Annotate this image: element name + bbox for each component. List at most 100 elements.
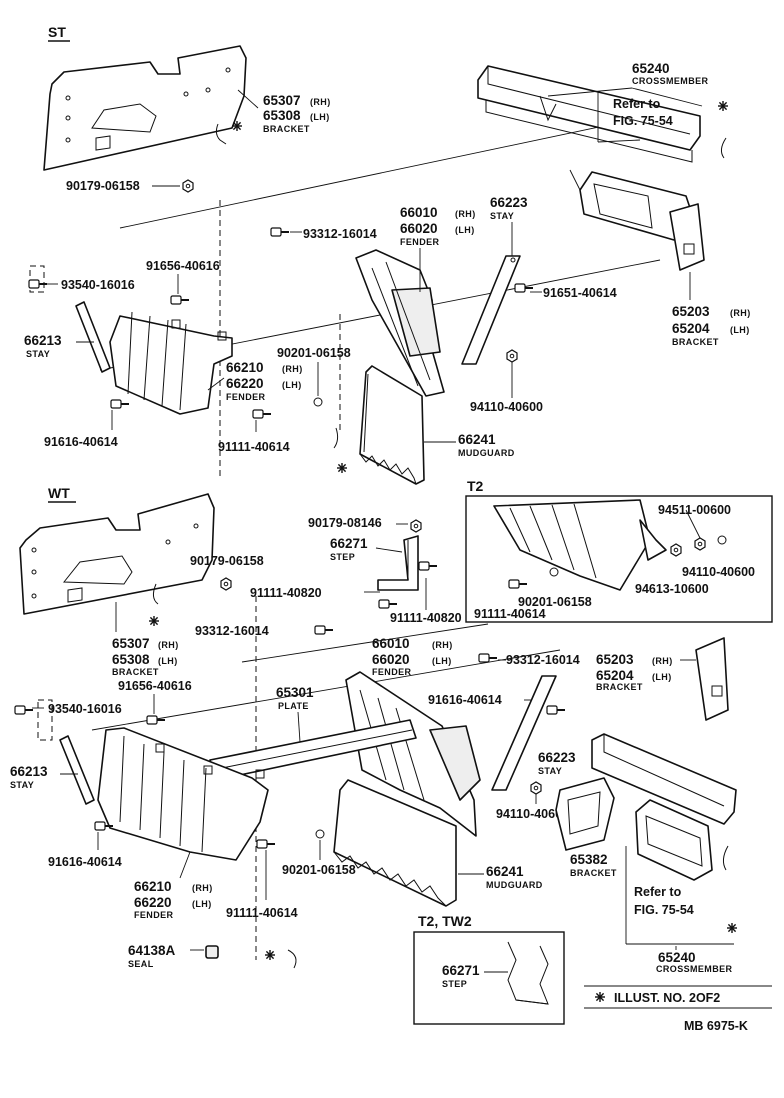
st-crossmember-num: 65240 xyxy=(632,61,670,76)
st-bolt-91656-40616: 91656-40616 xyxy=(146,259,220,273)
t2-inset: T2 94511-00600 94110-40600 94613-10600 9… xyxy=(465,478,773,623)
wt-bolt-91656-40616: 91656-40616 xyxy=(118,679,192,693)
wt-bracket-65203-num: 65203 xyxy=(596,652,634,667)
wt-seal-caption: SEAL xyxy=(128,959,154,969)
wt-bracket-65204-num: 65204 xyxy=(596,668,634,683)
wt-bracket3-caption: BRACKET xyxy=(570,868,617,878)
st-fender-66220-num: 66220 xyxy=(226,376,264,391)
st-fender2-caption: FENDER xyxy=(226,392,266,402)
wt-fender-66010-num: 66010 xyxy=(372,636,410,651)
wt-fender-caption: FENDER xyxy=(372,667,412,677)
st-bracket2-caption: BRACKET xyxy=(672,337,719,347)
wt-fender-66010-suffix: (RH) xyxy=(432,640,453,650)
wt-fender-66020-suffix: (LH) xyxy=(432,656,452,666)
wt-crossmember-caption: CROSSMEMBER xyxy=(656,964,733,974)
st-washer-90201-06158: 90201-06158 xyxy=(277,346,351,360)
st-bracket-65203 xyxy=(669,203,705,271)
st-bracket-65203-num: 65203 xyxy=(672,304,710,319)
t2-bolt-91111-40614: 91111-40614 xyxy=(474,607,546,621)
st-bracket-65307-num: 65307 xyxy=(263,93,301,108)
st-mudguard-66241-num: 66241 xyxy=(458,432,496,447)
wt-seal-64138A: 64138A xyxy=(128,943,176,958)
st-fender-66210 xyxy=(109,311,233,415)
wt-refer-line1: Refer to xyxy=(634,885,682,899)
wt-bracket-65308-num: 65308 xyxy=(112,652,150,667)
wt-fender-66210-suffix: (RH) xyxy=(192,883,213,893)
wt-fender2-caption: FENDER xyxy=(134,910,174,920)
st-fender-caption: FENDER xyxy=(400,237,440,247)
wt-step-66271 xyxy=(377,535,419,591)
st-bolt-93312-16014: 93312-16014 xyxy=(303,227,377,241)
wt-fender-66210-num: 66210 xyxy=(134,879,172,894)
wt-bracket-65203-suffix: (RH) xyxy=(652,656,673,666)
wt-bolt-91111-40820-a: 91111-40820 xyxy=(250,586,322,600)
wt-plate-65301-num: 65301 xyxy=(276,685,314,700)
wt-stay-66223 xyxy=(491,675,557,791)
st-refer-line2: FIG. 75-54 xyxy=(613,114,673,128)
wt-nut-94110-40600: 94110-40600 xyxy=(496,807,569,821)
st-fender-66020-num: 66020 xyxy=(400,221,438,236)
st-fender-66020-suffix: (LH) xyxy=(455,225,475,235)
footer: ILLUST. NO. 2OF2 MB 6975-K xyxy=(584,985,772,1033)
wt-bracket-65382 xyxy=(555,777,615,851)
t2-nut-94110-40600: 94110-40600 xyxy=(682,565,755,579)
wt-bolt-93312-16014-a: 93312-16014 xyxy=(195,624,269,638)
wt-nut-90179-08146: 90179-08146 xyxy=(308,516,382,530)
wt-bracket-caption: BRACKET xyxy=(112,667,159,677)
st-bracket-65204-num: 65204 xyxy=(672,321,710,336)
wt-fender-66210 xyxy=(97,727,269,861)
st-crossmember-caption: CROSSMEMBER xyxy=(632,76,709,86)
wt-bolt-93312-16014-b: 93312-16014 xyxy=(506,653,580,667)
wt-bracket-65382-num: 65382 xyxy=(570,852,608,867)
wt-bracket2-caption: BRACKET xyxy=(596,682,643,692)
wt-stay-caption: STAY xyxy=(10,780,34,790)
wt-bolt-91111-40820-b: 91111-40820 xyxy=(390,611,462,625)
wt-nut-90179-06158: 90179-06158 xyxy=(190,554,264,568)
wt-fender-66220-suffix: (LH) xyxy=(192,899,212,909)
wt-crossmember xyxy=(591,733,737,881)
wt-washer-90201-06158: 90201-06158 xyxy=(282,863,356,877)
t2-washer-94613-10600: 94613-10600 xyxy=(635,582,709,596)
t2-tw2-step-66271-num: 66271 xyxy=(442,963,480,978)
wt-bracket-65307-suffix: (RH) xyxy=(158,640,179,650)
st-fender-66010 xyxy=(355,249,445,397)
st-stay-66213-num: 66213 xyxy=(24,333,62,348)
t2-tw2-inset: T2, TW2 66271 STEP xyxy=(413,913,565,1025)
wt-stay-66213 xyxy=(59,735,95,805)
wt-mudguard-caption: MUDGUARD xyxy=(486,880,543,890)
wt-fender-66020-num: 66020 xyxy=(372,652,410,667)
illust-note: ILLUST. NO. 2OF2 xyxy=(614,991,720,1005)
section-label-t2-tw2: T2, TW2 xyxy=(418,913,472,929)
wt-bracket-65204-suffix: (LH) xyxy=(652,672,672,682)
st-stay-caption: STAY xyxy=(490,211,514,221)
wt-mudguard-66241 xyxy=(333,779,457,907)
wt-step-66271-num: 66271 xyxy=(330,536,368,551)
wt-fender-66220-num: 66220 xyxy=(134,895,172,910)
wt-fender-66010 xyxy=(345,671,481,837)
figure-code: MB 6975-K xyxy=(684,1019,748,1033)
st-bracket-65308-num: 65308 xyxy=(263,108,301,123)
wt-plate-caption: PLATE xyxy=(278,701,309,711)
st-fender-66210-num: 66210 xyxy=(226,360,264,375)
st-bracket-65307-suffix: (RH) xyxy=(310,97,331,107)
wt-step-caption: STEP xyxy=(330,552,355,562)
st-fender-66210-suffix: (RH) xyxy=(282,364,303,374)
wt-mudguard-66241-num: 66241 xyxy=(486,864,524,879)
wt-bolt-91111-40614: 91111-40614 xyxy=(226,906,298,920)
wt-bracket-65203 xyxy=(695,637,729,721)
wt-bolt-91616-40614-b: 91616-40614 xyxy=(48,855,122,869)
st-bolt-91111-40614: 91111-40614 xyxy=(218,440,290,454)
st-mudguard-caption: MUDGUARD xyxy=(458,448,515,458)
wt-stay-66223-num: 66223 xyxy=(538,750,576,765)
wt-section: WT 65307 (RH) 65308 (LH) BRACKET 90179-0… xyxy=(10,485,738,974)
st-bracket-65203-suffix: (RH) xyxy=(730,308,751,318)
section-label-wt: WT xyxy=(48,485,70,501)
st-bolt-91616-40614: 91616-40614 xyxy=(44,435,118,449)
t2-tw2-step-caption: STEP xyxy=(442,979,467,989)
section-label-st: ST xyxy=(48,24,66,40)
st-nut-90179-06158: 90179-06158 xyxy=(66,179,140,193)
st-fender-66010-suffix: (RH) xyxy=(455,209,476,219)
st-section: ST 65307 (RH) 65308 (LH) BRACKET 90179-0… xyxy=(24,24,751,485)
st-mudguard-66241 xyxy=(359,365,425,485)
